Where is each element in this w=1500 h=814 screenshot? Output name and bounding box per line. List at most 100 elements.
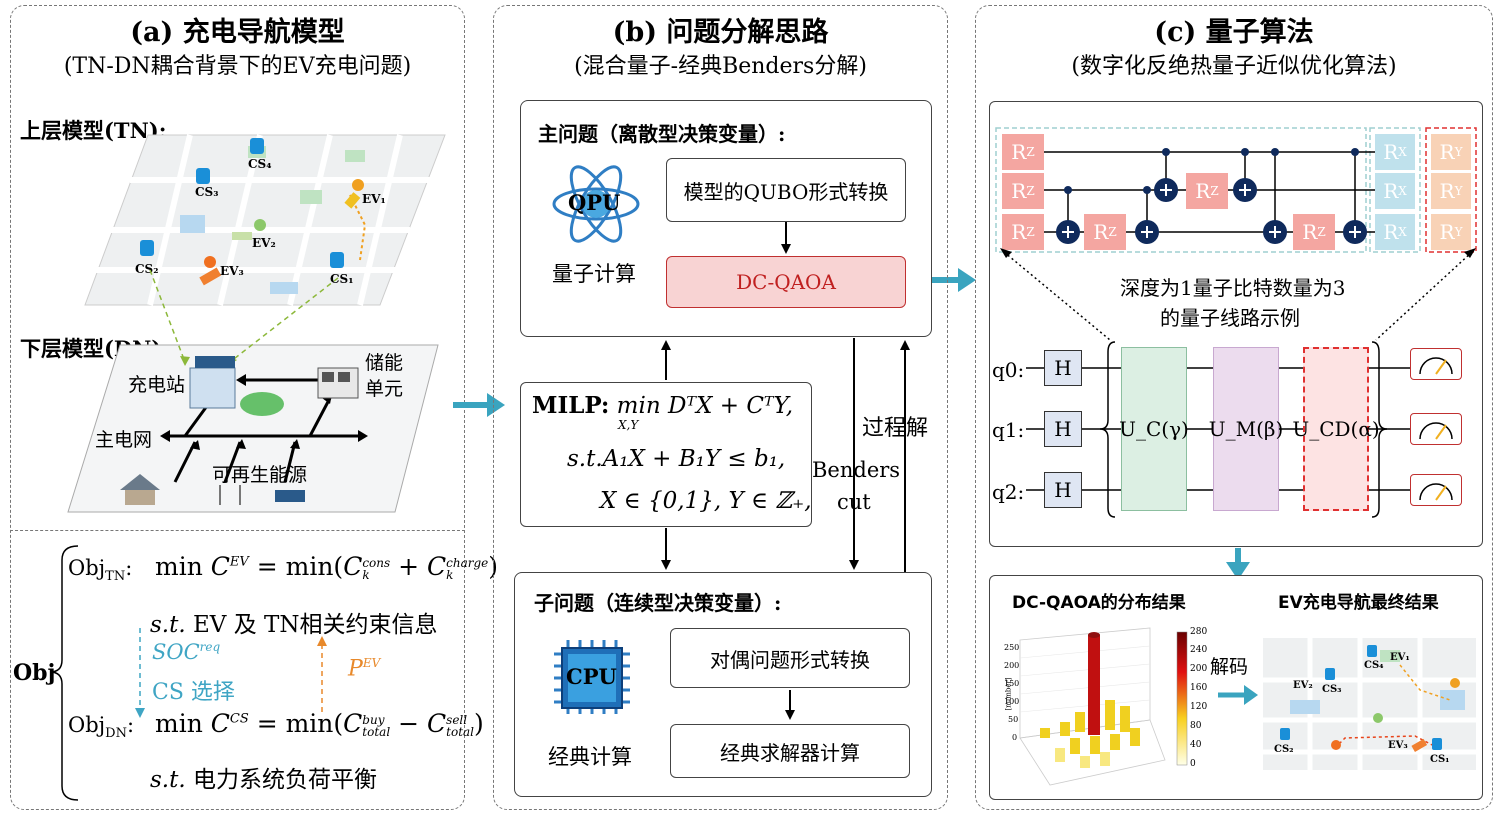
- panel-b: [493, 5, 948, 810]
- panel-b-subtitle: (混合量子-经典Benders分解): [574, 54, 867, 79]
- panel-a-subtitle: (TN-DN耦合背景下的EV充电问题): [63, 54, 412, 79]
- obj-dn-constraint: s.t. 电力系统负荷平衡: [150, 767, 377, 793]
- milp-box: [520, 382, 812, 527]
- p-ev-label: PEV: [348, 656, 381, 682]
- map-label-ev1: EV₁: [362, 192, 386, 206]
- qpu-label: QPU: [568, 190, 621, 215]
- dual-box: 对偶问题形式转换: [670, 628, 910, 688]
- panel-b-title: (b) 问题分解思路: [612, 17, 829, 48]
- z-tick: 100: [1004, 697, 1020, 706]
- milp-line3: X ∈ {0,1}, Y ∈ ℤ₊,: [600, 488, 812, 514]
- subproblem-title: 子问题（连续型决策变量）:: [534, 591, 782, 615]
- circuit-caption-2: 的量子线路示例: [1160, 306, 1300, 330]
- classical-computing-label: 经典计算: [548, 745, 632, 769]
- hadamard-gate: H: [1044, 411, 1082, 447]
- master-problem-title: 主问题（离散型决策变量）:: [538, 122, 786, 146]
- process-solution-label: 过程解: [862, 416, 929, 441]
- quantum-computing-label: 量子计算: [552, 262, 636, 286]
- label-storage: 储能 单元: [365, 352, 404, 400]
- obj-dn: ObjDN:: [68, 713, 135, 742]
- dcqaoa-box: DC-QAOA: [666, 256, 906, 308]
- colorbar-tick: 200: [1190, 664, 1208, 674]
- milp-line1-sub: X,Y: [618, 418, 639, 432]
- map-label-cs4: CS₄: [248, 157, 272, 171]
- final-map-label-ev3: EV₃: [1388, 740, 1408, 751]
- colorbar-tick: 160: [1190, 683, 1208, 693]
- panel-c-subtitle: (数字化反绝热量子近似优化算法): [1071, 54, 1397, 79]
- map-label-cs3: CS₃: [195, 185, 219, 199]
- soc-req-label: SOCreq: [152, 640, 221, 664]
- colorbar-tick: 80: [1190, 721, 1202, 731]
- measure-icon: [1410, 348, 1462, 380]
- cpu-label: CPU: [566, 664, 617, 689]
- final-map-label-cs2: CS₂: [1274, 744, 1294, 755]
- map-label-ev2: EV₂: [252, 236, 276, 250]
- hadamard-gate: H: [1044, 472, 1082, 508]
- final-map-label-cs3: CS₃: [1322, 684, 1342, 695]
- obj-label: Obj: [13, 660, 56, 686]
- z-tick: 200: [1004, 661, 1020, 670]
- qubo-box: 模型的QUBO形式转换: [666, 158, 906, 222]
- uc-gate: U_C(γ): [1119, 347, 1189, 511]
- colorbar-tick: 120: [1190, 702, 1208, 712]
- um-gate: U_M(β): [1209, 347, 1283, 511]
- circuit-caption-1: 深度为1量子比特数量为3: [1120, 276, 1346, 300]
- milp-line2: s.t.A₁X + B₁Y ≤ b₁,: [567, 446, 786, 472]
- z-tick: 50: [1008, 715, 1019, 724]
- label-main-grid: 主电网: [95, 429, 153, 451]
- final-map-label-ev1: EV₁: [1390, 652, 1410, 663]
- qubit-q1-label: q1:: [992, 418, 1025, 442]
- qubit-q2-label: q2:: [992, 480, 1025, 504]
- final-map-label-ev2: EV₂: [1293, 680, 1313, 691]
- charging-station-icon: [140, 138, 344, 268]
- ucd-gate: U_CD(α): [1292, 347, 1380, 511]
- colorbar-tick: 0: [1190, 759, 1196, 769]
- obj-tn: ObjTN:: [68, 556, 133, 585]
- panel-a-divider: [10, 530, 465, 531]
- final-result-title: EV充电导航最终结果: [1278, 593, 1439, 613]
- colorbar-tick: 40: [1190, 740, 1202, 750]
- label-renewable: 可再生能源: [212, 464, 308, 486]
- benders-label: Benders: [812, 458, 901, 482]
- final-map-label-cs1: CS₁: [1430, 754, 1450, 765]
- panel-a-title: (a) 充电导航模型: [130, 17, 345, 48]
- z-tick: 0: [1012, 733, 1018, 742]
- solver-box: 经典求解器计算: [670, 724, 910, 778]
- cs-select-label: CS 选择: [152, 680, 235, 705]
- distribution-title: DC-QAOA的分布结果: [1012, 593, 1186, 613]
- map-label-cs1: CS₁: [330, 272, 354, 286]
- decode-label: 解码: [1210, 656, 1249, 678]
- upper-model-label: 上层模型(TN):: [20, 118, 167, 143]
- panel-c: [975, 5, 1493, 810]
- z-tick: 150: [1004, 679, 1020, 688]
- measure-icon: [1410, 413, 1462, 445]
- colorbar-tick: 280: [1190, 627, 1208, 637]
- colorbar-tick: 240: [1190, 645, 1208, 655]
- panel-c-title: (c) 量子算法: [1154, 17, 1314, 48]
- final-map-label-cs4: CS₄: [1364, 660, 1384, 671]
- hadamard-gate: H: [1044, 350, 1082, 386]
